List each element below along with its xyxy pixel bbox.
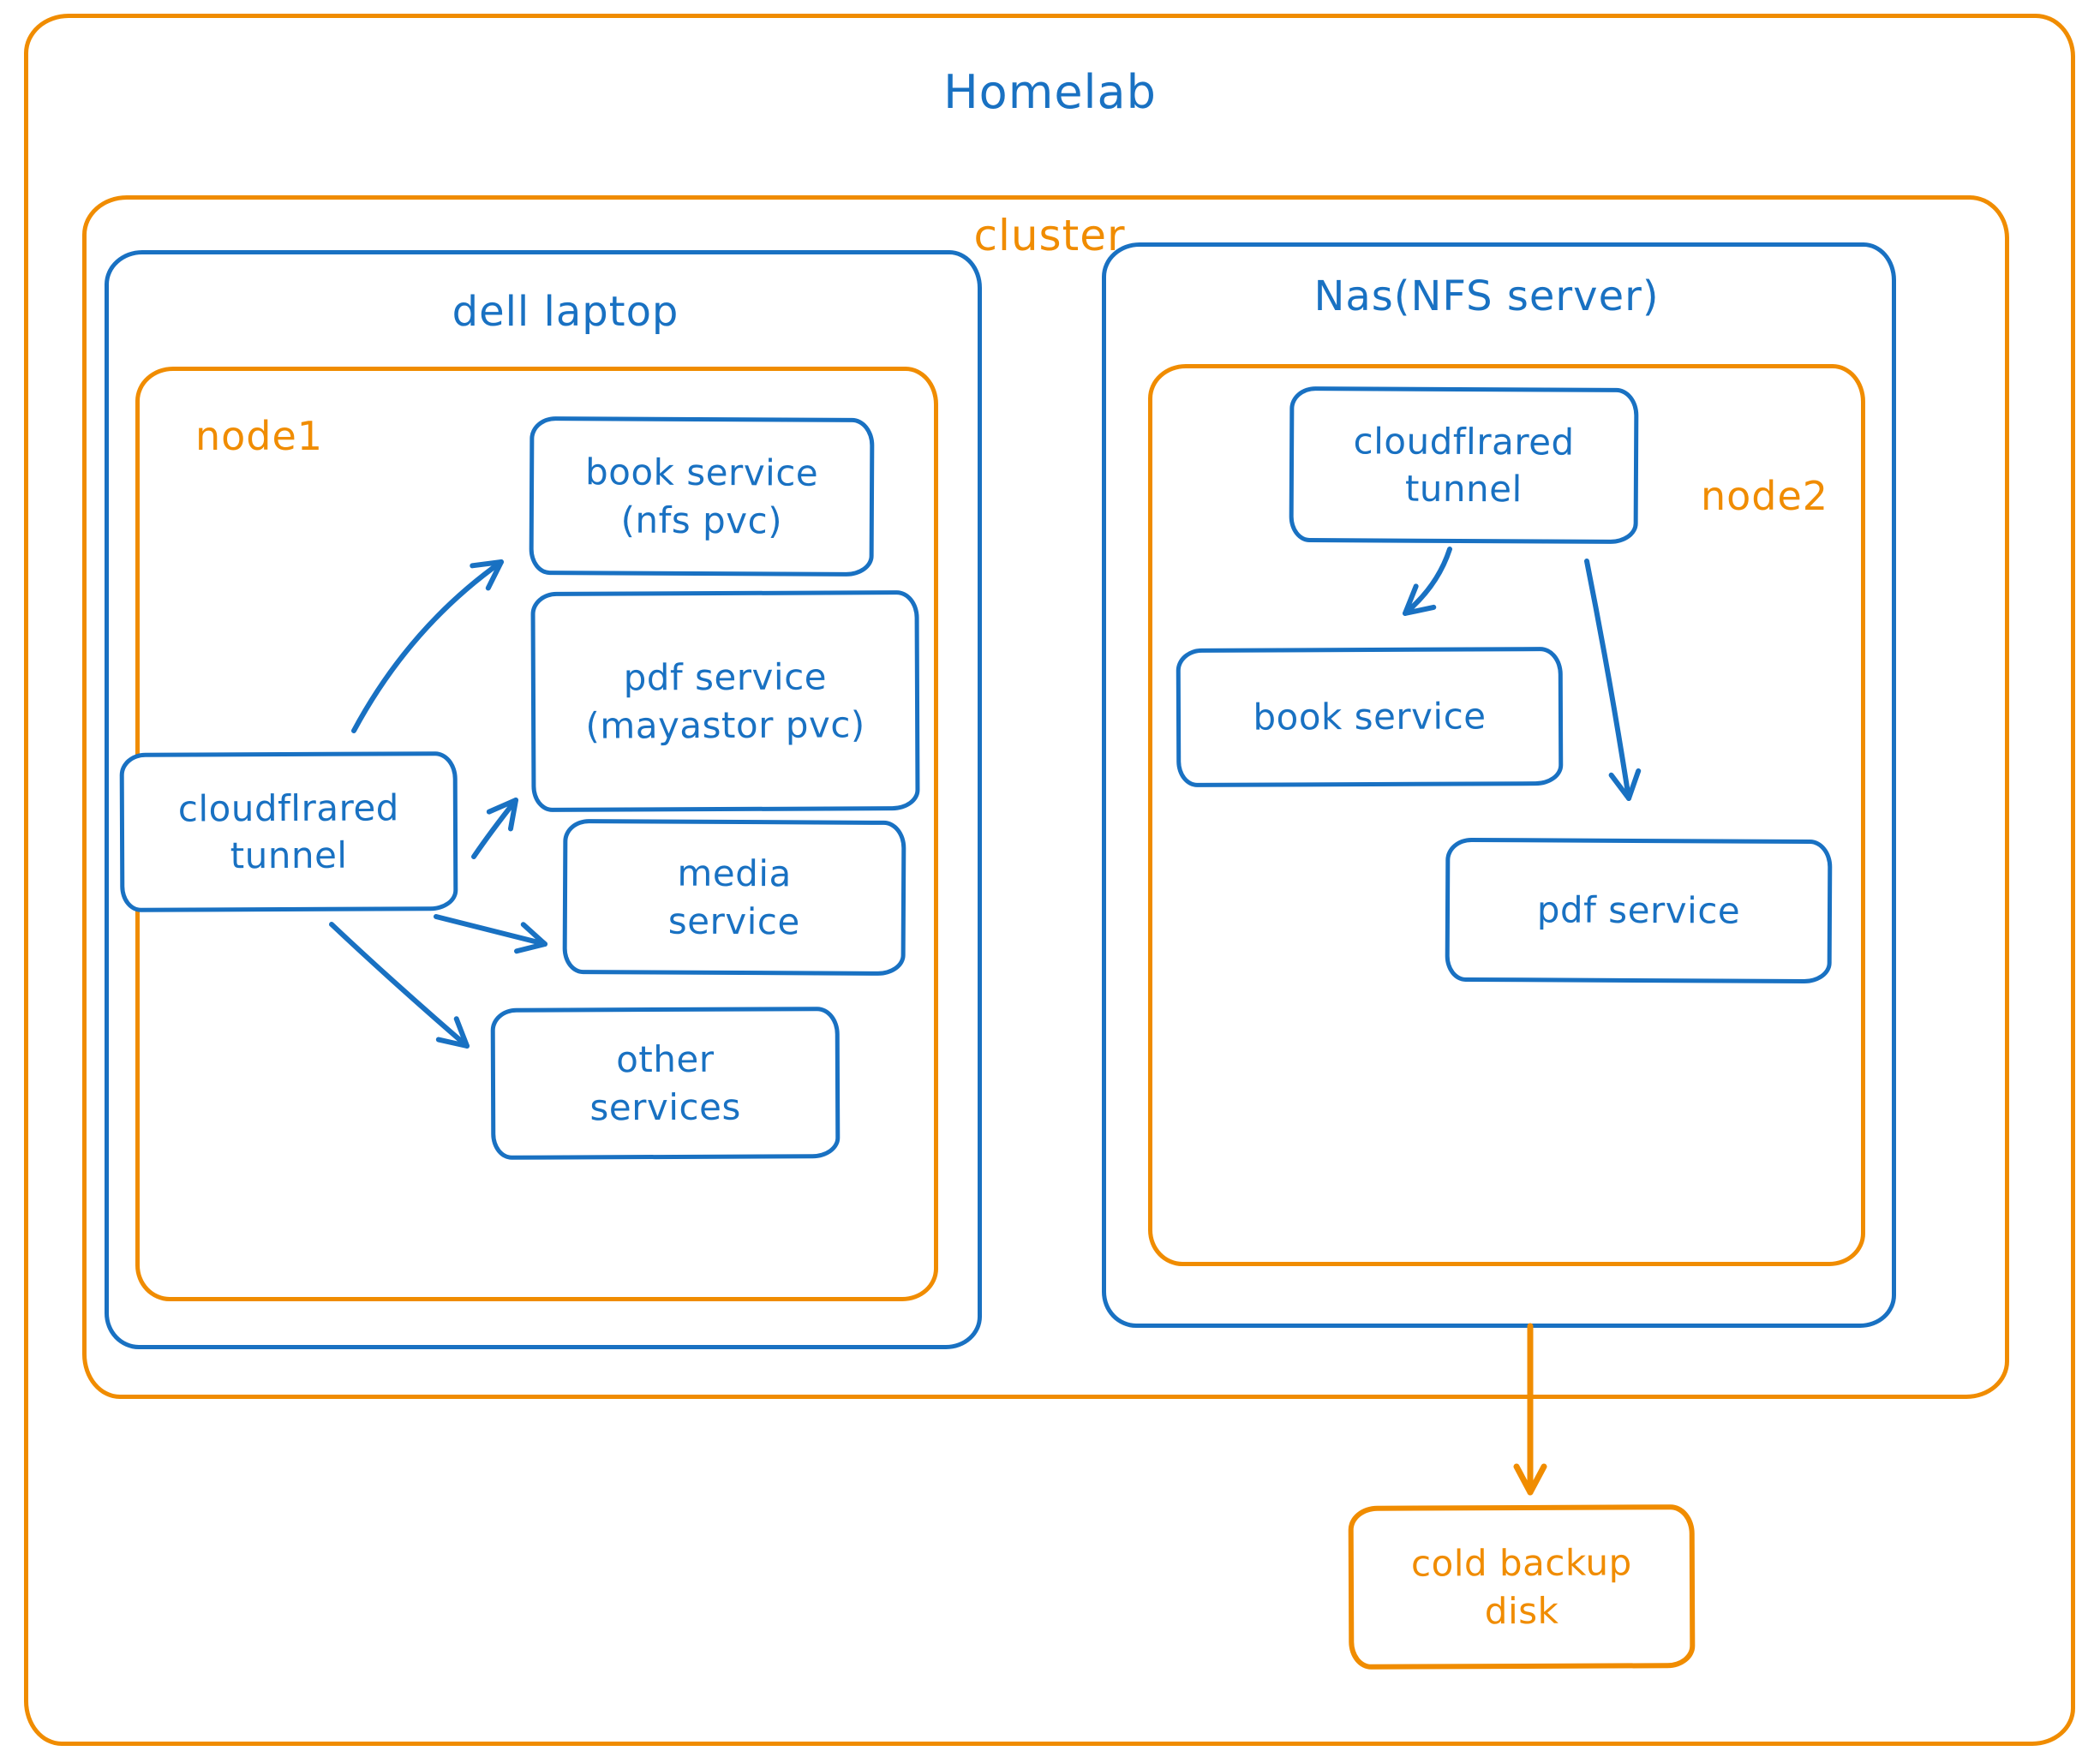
homelab-container <box>24 14 2075 1746</box>
node1-cloudflared-tunnel-box: cloudflrared tunnel <box>119 751 458 912</box>
nas-container <box>1102 242 1896 1328</box>
node2-title: node2 <box>1701 473 1829 519</box>
node2-pdf-service-label: pdf service <box>1536 888 1741 932</box>
node2-cloudflared-tunnel-label: cloudflrared tunnel <box>1353 419 1575 511</box>
node1-pdf-service-label: pdf service (mayastor pvc) <box>585 655 865 747</box>
node1-book-service-label: book service (nfs pvc) <box>584 451 819 541</box>
node2-book-service-box: book service <box>1176 647 1564 787</box>
node1-other-services-label: other services <box>589 1037 741 1128</box>
node2-cloudflared-tunnel-box: cloudflrared tunnel <box>1289 385 1639 545</box>
dell-laptop-container <box>105 250 982 1349</box>
homelab-title: Homelab <box>943 65 1157 119</box>
dell-laptop-title: dell laptop <box>452 288 679 336</box>
node2-book-service-label: book service <box>1253 695 1487 738</box>
node1-title: node1 <box>195 413 324 459</box>
node1-cloudflared-tunnel-label: cloudflrared tunnel <box>177 786 399 877</box>
cold-backup-disk-label: cold backup disk <box>1410 1541 1632 1632</box>
node2-container <box>1148 364 1865 1266</box>
cold-backup-disk-box: cold backup disk <box>1348 1504 1696 1670</box>
node1-book-service-box: book service (nfs pvc) <box>529 415 875 577</box>
node1-other-services-box: other services <box>490 1007 841 1160</box>
node1-media-service-box: media service <box>562 818 906 977</box>
cluster-container <box>82 195 2009 1399</box>
cluster-title: cluster <box>973 211 1126 260</box>
node1-pdf-service-box: pdf service (mayastor pvc) <box>530 590 920 812</box>
node2-pdf-service-box: pdf service <box>1445 837 1833 984</box>
nas-title: Nas(NFS server) <box>1313 272 1660 320</box>
node1-media-service-label: media service <box>667 852 800 942</box>
